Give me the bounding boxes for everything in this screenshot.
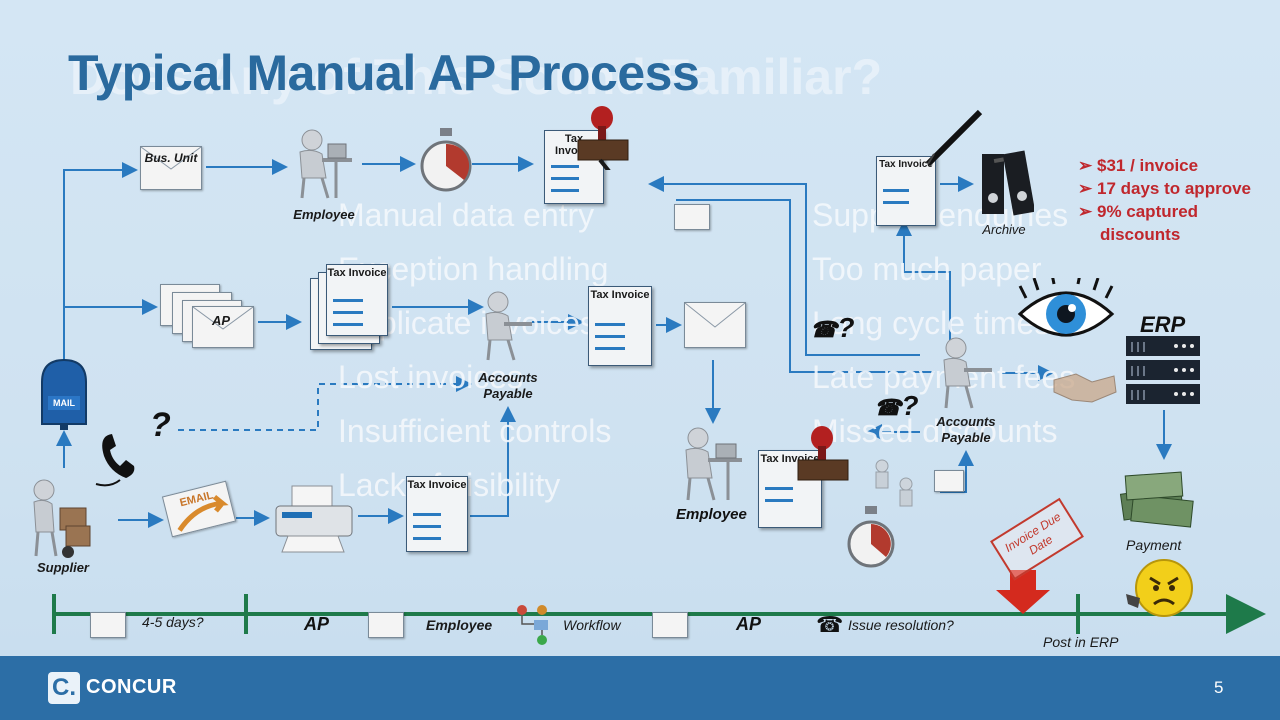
page-number: 5 [1214, 678, 1224, 697]
stat-text: $31 / invoice [1096, 156, 1199, 175]
ap-stack-label: AP [211, 313, 231, 328]
issues-right-list: Supplier enquiries Too much paper Long c… [812, 188, 1075, 458]
question-mark-right-top: ☎? [810, 312, 855, 343]
issue-item: Long cycle times [812, 305, 1051, 341]
timeline-issue-resolution: Issue resolution? [848, 617, 954, 633]
footer-bar [0, 656, 1280, 720]
printer-icon [272, 484, 356, 554]
ap-envelope-stack-front [192, 306, 254, 348]
tax-invoice-doc-middle: Tax Invoice [588, 286, 652, 366]
envelope-icon [684, 302, 746, 348]
tax-invoice-doc-top: Tax Invoice [544, 130, 604, 204]
eye-icon [1016, 273, 1116, 348]
stat-text: 9% captured discounts [1096, 202, 1199, 244]
pen-icon [925, 109, 983, 167]
bus-unit-envelope: Bus. Unit [140, 146, 202, 190]
timeline-envelope-icon [90, 612, 126, 638]
accounts-payable-right-person-icon [936, 336, 996, 412]
accounts-payable-label: Accounts Payable [478, 370, 538, 401]
question-mark-right-bottom: ☎? [874, 390, 919, 421]
issue-item: Lack of visibility [338, 467, 561, 503]
supplier-person-icon [30, 478, 104, 560]
timeline-days: 4-5 days? [142, 614, 204, 630]
issue-item: Too much paper [812, 251, 1042, 287]
tax-invoice-doc-pile: Tax Invoice [326, 264, 388, 336]
erp-server-icon [1124, 336, 1202, 408]
employee-person-icon [292, 128, 356, 202]
page-title: Typical Manual AP Process [68, 45, 700, 101]
timeline-envelope-icon [368, 612, 404, 638]
stats-list: ➢ $31 / invoice ➢ 17 days to approve ➢ 9… [1078, 154, 1251, 246]
erp-label: ERP [1140, 312, 1186, 337]
tax-invoice-label: Tax Invoice [590, 289, 650, 301]
accounts-payable-right-label: Accounts Payable [936, 414, 996, 445]
question-mark: ? [901, 390, 919, 421]
stat-item: ➢ 17 days to approve [1078, 179, 1251, 198]
tax-invoice-label: Tax Invoice [407, 479, 467, 491]
stopwatch-icon [420, 126, 472, 194]
question-mark: ? [837, 312, 855, 343]
timeline-phone-icon: ☎ [816, 612, 844, 637]
timeline-envelope-icon [652, 612, 688, 638]
timeline-workflow: Workflow [563, 617, 621, 633]
issue-item: Missed discounts [812, 413, 1058, 449]
mail-label: MAIL [53, 398, 75, 408]
archive-binders-icon [980, 150, 1036, 216]
money-stack-icon [1118, 470, 1198, 532]
timeline-employee: Employee [426, 617, 493, 633]
timeline-ap-1: AP [304, 614, 330, 634]
issue-item: Insufficient controls [338, 413, 612, 449]
phone-icon [90, 426, 140, 492]
stopwatch-bottom-icon [846, 504, 896, 570]
payment-label: Payment [1126, 537, 1182, 553]
ghost-title: Does Any of This Sound Familiar? [70, 49, 883, 105]
small-envelope-right-icon [934, 470, 964, 492]
stat-text: 17 days to approve [1096, 179, 1251, 198]
accounts-payable-person-icon [476, 290, 536, 364]
issues-left-list: Manual data entry Exception handling Dup… [338, 188, 611, 512]
archive-label: Archive [982, 222, 1026, 237]
concur-logo-text: CONCUR [86, 676, 177, 698]
timeline-post-erp: Post in ERP [1043, 634, 1119, 650]
stat-item: ➢ $31 / invoice [1078, 156, 1199, 175]
small-envelope-icon [674, 204, 710, 230]
stat-item: ➢ 9% captured discounts [1078, 202, 1199, 244]
employee-top-label: Employee [293, 207, 355, 222]
people-group-icon [870, 456, 926, 516]
rubber-stamp-icon [570, 104, 630, 194]
supplier-label: Supplier [36, 560, 89, 575]
angry-face-icon [1124, 558, 1194, 618]
timeline-ap-2: AP [736, 614, 762, 634]
concur-logo-mark: C. [48, 672, 80, 704]
issue-item: Late payment fees [812, 359, 1076, 395]
handshake-icon [1052, 362, 1118, 408]
tax-invoice-doc-bottom: Tax Invoice [406, 476, 468, 552]
workflow-icon [516, 604, 548, 646]
bus-unit-label: Bus. Unit [144, 151, 198, 165]
employee-bottom-label: Employee [676, 506, 747, 523]
employee-bottom-person-icon [680, 426, 746, 504]
question-mark: ? [150, 406, 171, 444]
email-envelope-icon: EMAIL [161, 480, 237, 538]
tax-invoice-label: Tax Invoice [327, 267, 387, 279]
issue-item: Lost invoices [338, 359, 523, 395]
tax-invoice-label: Tax Invoice [879, 159, 933, 170]
tax-invoice-doc-archive: Tax Invoice [876, 156, 936, 226]
mailbox-icon: MAIL [38, 358, 90, 430]
rubber-stamp-icon-bottom [792, 424, 852, 490]
